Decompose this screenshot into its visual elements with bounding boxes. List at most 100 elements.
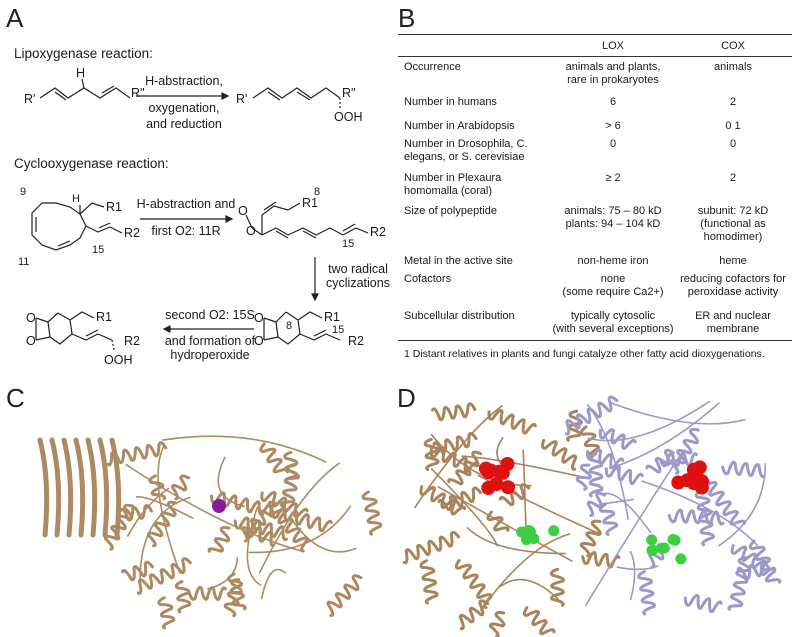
row-label: Number in Drosophila, C. elegans, or S. …: [404, 138, 528, 163]
heme-sphere: [692, 460, 707, 475]
r2-label-radical: R2: [348, 334, 364, 348]
lox-helix: [326, 574, 363, 617]
ooh-label-product: OOH: [104, 353, 133, 367]
cox-monomer-b-helix-loop: [616, 565, 659, 571]
lox-helix: [279, 463, 301, 508]
o-label-intermediate-2: O: [246, 224, 256, 238]
cox-arrow1-line2: first O2: 11R: [151, 224, 221, 238]
lox-helix-loop: [258, 462, 340, 574]
cox-monomer-a-helix: [437, 486, 482, 512]
cox-monomer-b-helix-loop: [718, 463, 767, 547]
header-cox: COX: [721, 40, 745, 52]
lox-reactant-chain: [39, 87, 131, 99]
cox-monomer-b-helix-loop: [629, 550, 636, 600]
carbon-9-label: 9: [20, 186, 27, 198]
lox-helix: [260, 491, 309, 519]
lox-helix-loop: [291, 519, 357, 553]
ligand-sphere: [521, 534, 532, 546]
heme-sphere: [478, 461, 493, 476]
ligand-sphere: [658, 542, 670, 554]
row-lox: 0: [609, 138, 617, 150]
cox-monomer-b-helix: [598, 428, 637, 450]
lox-reactant-right-label: R'': [131, 86, 145, 100]
lox-helix: [171, 474, 191, 501]
row-lox: animals and plants, rare in prokaryotes: [565, 61, 661, 86]
row-label: Metal in the active site: [404, 255, 513, 267]
cox-monomer-b-helix-loop: [608, 402, 720, 470]
cox-monomer-b-helix: [721, 460, 766, 479]
cox-monomer-a-helix: [487, 408, 537, 435]
row-label: Occurrence: [404, 61, 461, 73]
r1-label-radical: R1: [324, 310, 340, 324]
ligand-sphere: [667, 534, 679, 545]
cox-monomer-a-helix-loop: [496, 437, 508, 471]
cox-monomer-a-helix: [447, 450, 483, 486]
cox-monomer-a-helix-loop: [461, 455, 585, 479]
cox-monomer-b-helix-loop: [641, 480, 758, 546]
heme-sphere: [695, 474, 710, 489]
row-cox: 0 1: [725, 120, 741, 132]
cox-product-ring: [47, 312, 73, 345]
cox-monomer-a-helix: [419, 559, 439, 605]
row-lox: non-heme iron: [577, 255, 649, 267]
lox-reactant-left-label: R': [24, 92, 36, 106]
lox-arrow-line1: H-abstraction,: [145, 74, 223, 88]
lox-helix-loop: [139, 496, 191, 582]
ligand-sphere: [524, 528, 536, 540]
cox-monomer-a-helix: [499, 483, 531, 507]
lox-helix-loop: [157, 445, 181, 574]
row-label: Number in Plexaura homomalla (coral): [404, 172, 502, 197]
cox-monomer-b-helix-loop: [586, 404, 629, 520]
carbon-15-label-radical: 15: [332, 324, 345, 336]
panel-letter-b: B: [398, 3, 416, 33]
table-footnote: 1 Distant relatives in plants and fungi …: [404, 348, 765, 360]
beta-strand: [49, 437, 62, 538]
lox-helix: [259, 442, 290, 474]
cox-monomer-a-helix: [423, 437, 440, 471]
row-label: Number in humans: [404, 96, 497, 108]
cox-monomer-a-helix: [579, 519, 602, 558]
cox-monomer-b-helix: [700, 476, 746, 526]
lox-helix: [146, 500, 178, 548]
row-lox: none (some require Ca2+): [562, 273, 664, 298]
lox-helix: [148, 474, 167, 501]
row-label: Number in Arabidopsis: [404, 120, 515, 132]
row-label: Cofactors: [404, 273, 452, 285]
lox-helix-loop: [246, 506, 262, 586]
cox-monomer-a-helix-loop: [466, 527, 566, 555]
lox-helix-loop: [126, 487, 170, 537]
lox-helix-loop: [248, 505, 352, 554]
lox-helix: [223, 578, 243, 618]
lox-helix: [233, 516, 288, 542]
beta-strand: [37, 437, 50, 538]
lox-helix: [174, 580, 192, 614]
ligand-sphere: [646, 534, 658, 546]
iron-atom: [212, 499, 226, 513]
cox-arrow3-line3: hydroperoxide: [170, 348, 250, 362]
o-label-product-2: O: [26, 334, 36, 348]
cox-monomer-a-helix: [432, 431, 478, 455]
table-bottom-rule: [398, 340, 792, 341]
row-lox: ≥ 2: [605, 172, 621, 184]
ligand-sphere: [656, 542, 667, 554]
cox-monomer-b-helix: [586, 491, 607, 517]
cox-monomer-b-helix: [694, 489, 715, 547]
cox-monomer-a-helix-loop: [522, 449, 528, 545]
cox-monomer-a-helix: [454, 558, 493, 609]
row-cox: reducing cofactors for peroxidase activi…: [680, 273, 786, 298]
r1-label-intermediate: R1: [302, 196, 318, 210]
r2-label-intermediate: R2: [370, 225, 386, 239]
heme-sphere: [686, 462, 701, 477]
beta-strand: [73, 437, 86, 538]
row-cox: 0: [729, 138, 737, 150]
lox-helix: [241, 500, 279, 543]
row-label: Size of polypeptide: [404, 205, 497, 217]
ligand-sphere: [523, 525, 535, 536]
o-label-intermediate-1: O: [238, 204, 248, 218]
ligand-sphere: [669, 534, 681, 546]
lox-helix: [157, 596, 176, 630]
cox-monomer-a-helix: [579, 425, 600, 459]
cox-intermediate-chain: [261, 227, 344, 236]
row-cox: 2: [729, 172, 737, 184]
carbon-11-label: 11: [18, 256, 30, 268]
